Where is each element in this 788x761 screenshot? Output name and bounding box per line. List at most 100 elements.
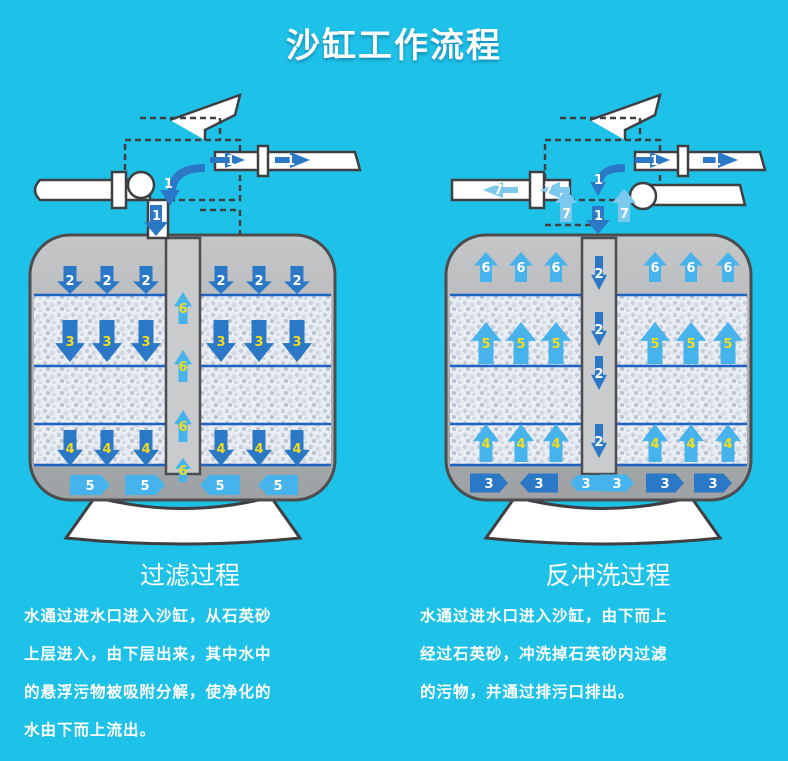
flow-arrow [508, 424, 534, 462]
flow-arrow [94, 266, 120, 294]
arrow-label: 6 [551, 261, 560, 276]
arrow-label: 6 [686, 261, 695, 276]
arrow-label: 4 [141, 442, 150, 457]
arrow-label: 1 [286, 154, 295, 169]
flow-arrow [591, 312, 607, 346]
arrow-label: 4 [723, 437, 732, 452]
arrow-label: 3 [708, 477, 717, 492]
arrow-label: 2 [594, 367, 603, 382]
page-title: 沙缸工作流程 [286, 26, 502, 66]
arrow-label: 6 [178, 464, 187, 479]
arrow-label: 5 [551, 337, 560, 352]
flow-arrow [133, 430, 159, 466]
flow-arrow [125, 475, 165, 495]
flow-arrow [474, 252, 498, 282]
flow-arrow [509, 252, 533, 282]
arrow-label: 1 [650, 154, 659, 169]
flow-arrow [544, 252, 568, 282]
arrow-label: 2 [254, 274, 263, 289]
arrow-label: 4 [650, 437, 659, 452]
inlet-pipe [633, 150, 767, 172]
flow-arrow [640, 322, 670, 364]
flow-arrow [284, 430, 310, 466]
flow-arrow [244, 320, 274, 362]
flow-arrows-bottom: 5 5 5 5 [70, 475, 298, 495]
arrow-label: 5 [85, 479, 94, 494]
description-line: 水通过进水口进入沙缸，由下而上 [420, 607, 668, 625]
arrow-label: 3 [660, 477, 669, 492]
arrow-label: 2 [216, 274, 225, 289]
arrow-label: 2 [102, 274, 111, 289]
arrow-label: 6 [178, 360, 187, 375]
arrow-label: 1 [226, 154, 235, 169]
flow-arrow [591, 356, 607, 390]
arrow-label: 6 [481, 261, 490, 276]
arrow-label: 3 [612, 477, 621, 492]
arrow-label: 3 [254, 335, 263, 350]
flow-arrow [678, 424, 704, 462]
arrow-label: 7 [562, 207, 571, 222]
flow-arrow [258, 475, 298, 495]
arrow-label: 5 [686, 337, 695, 352]
arrow-label: 5 [273, 479, 282, 494]
arrow-label: 4 [216, 442, 225, 457]
filtration-description: 水通过进水口进入沙缸，从石英砂 上层进入，由下层出来，其中水中 的悬浮污物被吸附… [24, 597, 272, 749]
flow-arrow [694, 473, 732, 493]
flow-arrow [470, 473, 508, 493]
description-line: 的污物，并通过排污口排出。 [420, 683, 635, 701]
flow-arrow [591, 256, 607, 290]
flow-arrow [200, 475, 240, 495]
description-line: 水由下而上流出。 [24, 721, 157, 739]
tank-stand [63, 495, 303, 546]
flow-arrow [208, 266, 234, 294]
arrow-label: 3 [141, 335, 150, 350]
flow-arrow [716, 252, 740, 282]
flow-arrow [591, 424, 607, 458]
arrow-label: 3 [102, 335, 111, 350]
arrow-label: 5 [481, 337, 490, 352]
arrow-label: 1 [164, 177, 173, 192]
flow-arrow [471, 322, 501, 364]
arrow-label: 3 [65, 335, 74, 350]
flow-arrow [208, 430, 234, 466]
flow-arrow [246, 266, 272, 294]
arrow-label: 1 [594, 173, 603, 188]
arrow-label: 4 [481, 437, 490, 452]
flow-arrow [679, 252, 703, 282]
flow-arrow [284, 266, 310, 294]
arrow-label: 4 [292, 442, 301, 457]
flow-arrow [715, 424, 741, 462]
flow-arrow [55, 320, 85, 362]
flow-arrow [541, 322, 571, 364]
description-line: 的悬浮污物被吸附分解，使净化的 [24, 683, 272, 701]
flow-arrow [506, 322, 536, 364]
arrow-label: 4 [686, 437, 695, 452]
arrow-label: 3 [534, 477, 543, 492]
arrow-label: 6 [723, 261, 732, 276]
flow-arrow [94, 430, 120, 466]
flow-arrow [646, 473, 684, 493]
flow-arrow [643, 252, 667, 282]
arrow-label: 1 [712, 154, 721, 169]
flow-arrow [543, 424, 569, 462]
flow-arrow [175, 458, 191, 482]
backwash-description: 水通过进水口进入沙缸，由下而上 经过石英砂，冲洗掉石英砂内过滤 的污物，并通过排… [420, 597, 668, 711]
flow-arrow [246, 430, 272, 466]
arrow-label: 6 [516, 261, 525, 276]
flow-arrow [520, 473, 558, 493]
flow-arrow [174, 292, 192, 324]
flow-arrows-inlet [144, 152, 310, 236]
description-line: 上层进入，由下层出来，其中水中 [24, 645, 272, 663]
arrow-label: 5 [215, 479, 224, 494]
arrow-label: 2 [594, 323, 603, 338]
arrow-label: 5 [140, 479, 149, 494]
arrow-label: 3 [484, 477, 493, 492]
arrow-label: 4 [254, 442, 263, 457]
arrow-label: 2 [594, 435, 603, 450]
tank-stand [483, 495, 723, 546]
